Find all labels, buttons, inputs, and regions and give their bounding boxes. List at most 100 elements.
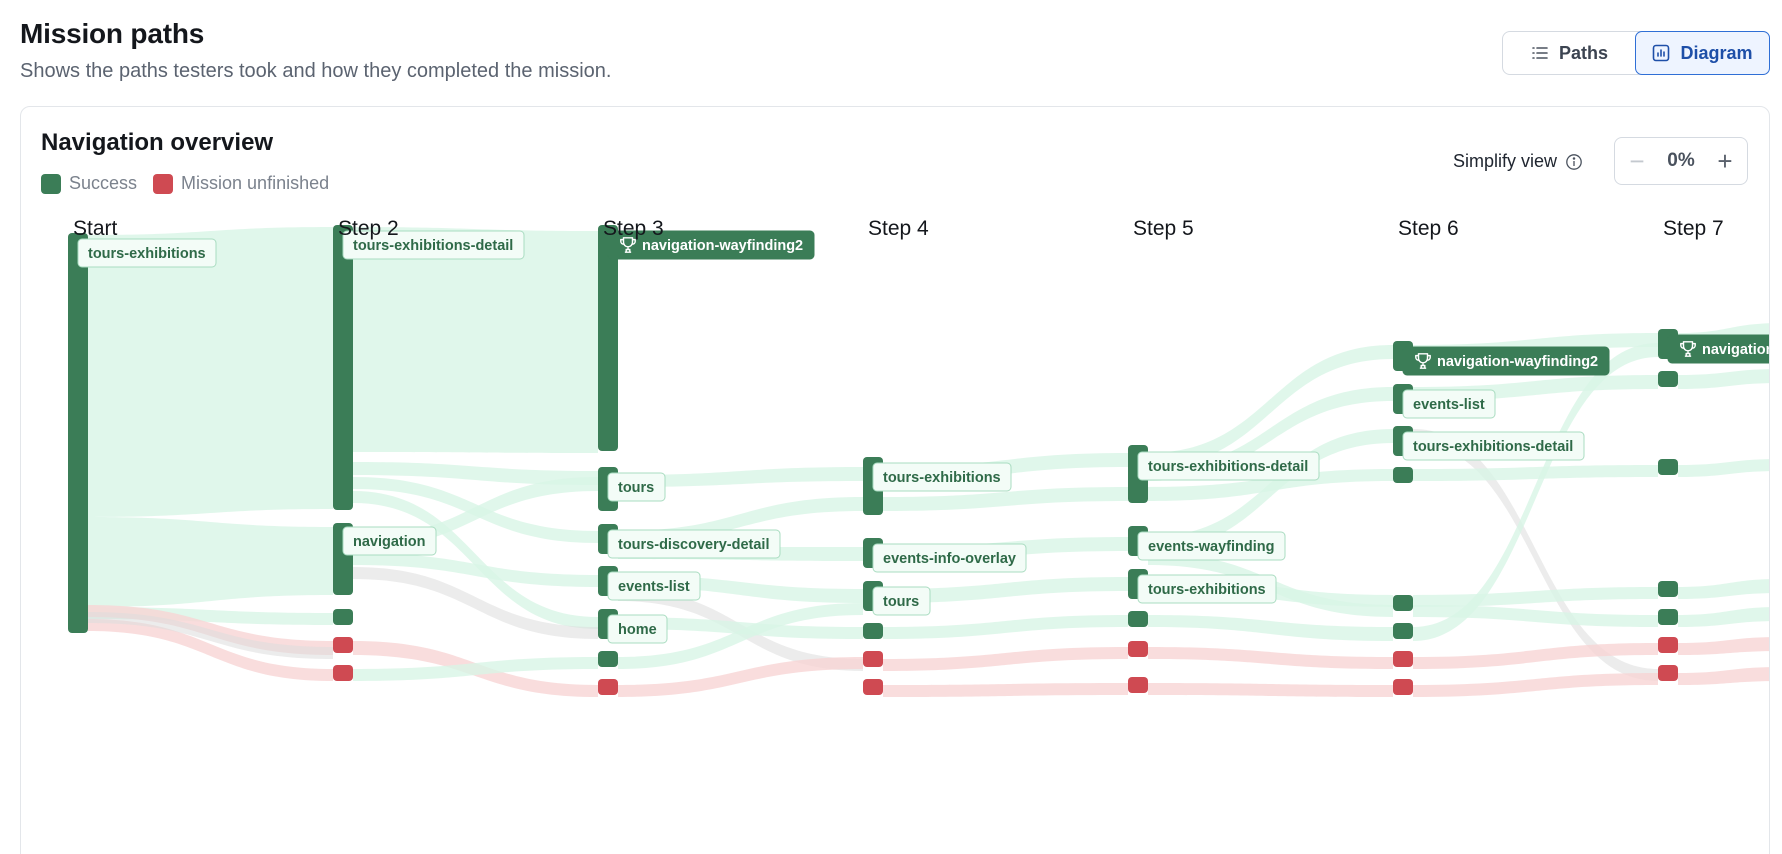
flow-layer [88,227,1769,697]
flow-band [1148,429,1393,551]
goal-node-label[interactable]: navigation-wayfinding2 [1402,346,1610,376]
success-node-bar[interactable] [1128,611,1148,627]
node-label-text: navigation-wayfinding2 [642,238,803,254]
unfinished-node-bar[interactable] [863,679,883,695]
node-label[interactable]: events-info-overlay [872,543,1027,573]
flow-band [1678,369,1769,389]
unfinished-node-bar[interactable] [1393,679,1413,695]
flow-band [883,647,1128,671]
node-label[interactable]: events-list [607,571,701,601]
unfinished-node-bar[interactable] [1128,641,1148,657]
success-node-bar[interactable] [863,623,883,639]
unfinished-node-bar[interactable] [333,637,353,653]
flow-band [1148,647,1393,669]
flow-band [618,617,863,639]
node-label[interactable]: home [607,614,668,644]
node-label-text: tours-exhibitions [88,246,206,262]
node-label[interactable]: tours [607,472,666,502]
flow-band [353,657,598,681]
node-label[interactable]: tours [872,586,931,616]
flow-band [1413,343,1658,641]
success-node-bar[interactable] [333,225,353,510]
step-header-6: Step 6 [1398,217,1459,240]
unfinished-node-bar[interactable] [333,665,353,681]
node-label[interactable]: navigation [342,526,437,556]
flow-band [883,683,1128,697]
page-subtitle: Shows the paths testers took and how the… [20,60,612,82]
flow-band [1678,667,1769,685]
legend: Success Mission unfinished [41,173,329,194]
success-node-bar[interactable] [333,609,353,625]
page-header: Mission paths Shows the paths testers to… [20,18,611,83]
legend-success-swatch [41,173,61,194]
simplify-view: Simplify view [1453,151,1583,172]
node-label-text: tours-exhibitions-detail [1413,439,1573,455]
node-label-text: events-list [618,579,690,595]
flow-band [88,517,333,607]
bar-chart-icon [1653,44,1670,62]
flow-band [353,227,598,453]
success-node-bar[interactable] [598,225,618,451]
node-label-text: navigation-wayfinding2 [1437,354,1598,370]
node-label-text: home [618,622,657,638]
flow-band [618,467,863,487]
flow-band [1148,683,1393,697]
increase-button[interactable]: + [1717,145,1733,176]
diagram-view-label: Diagram [1680,42,1753,63]
step-header-7: Step 7 [1663,217,1724,240]
legend-unfinished-swatch [153,173,174,194]
unfinished-node-bar[interactable] [1128,677,1148,693]
flow-band [1148,615,1393,641]
unfinished-node-bar[interactable] [598,679,618,695]
success-node-bar[interactable] [1393,467,1413,483]
success-node-bar[interactable] [1658,609,1678,625]
node-label-text: tours [883,594,919,610]
flow-band [883,615,1128,639]
node-label-text: events-info-overlay [883,551,1016,567]
node-label[interactable]: tours-exhibitions [1137,574,1277,604]
node-label[interactable]: tours-exhibitions-detail [1402,431,1585,461]
success-node-bar[interactable] [1658,459,1678,475]
unfinished-node-bar[interactable] [1393,651,1413,667]
flow-band [88,612,333,659]
unfinished-node-bar[interactable] [1658,665,1678,681]
legend-unfinished-label: Mission unfinished [181,173,330,193]
node-label[interactable]: tours-exhibitions [77,238,217,268]
success-node-bar[interactable] [68,233,88,633]
node-label-text: tours-exhibitions [1148,582,1266,598]
node-label[interactable]: tours-exhibitions-detail [1137,451,1320,481]
decrease-button[interactable]: − [1629,145,1645,176]
flow-band [883,577,1128,603]
flow-band [353,553,598,587]
info-icon[interactable] [1565,153,1583,171]
node-label-text: tours-exhibitions-detail [1148,459,1308,475]
unfinished-node-bar[interactable] [863,651,883,667]
unfinished-node-bar[interactable] [1658,637,1678,653]
success-node-bar[interactable] [1393,595,1413,611]
flow-band [1678,459,1769,477]
flow-band [1413,643,1658,669]
node-label[interactable]: events-list [1402,389,1496,419]
navigation-overview-card: tours-exhibitions tours-exhibitions-detai… [20,106,1770,854]
trophy-icon [620,237,636,253]
step-header-2: Step 2 [338,217,399,240]
diagram-view-button[interactable]: Diagram [1635,31,1770,75]
success-node-bar[interactable] [1393,623,1413,639]
flow-band [88,227,333,517]
node-label[interactable]: events-wayfinding [1137,531,1286,561]
legend-success: Success [41,173,137,194]
paths-view-button[interactable]: Paths [1503,32,1636,74]
node-label[interactable]: tours-exhibitions [872,462,1012,492]
flow-band [1413,673,1658,697]
card-title: Navigation overview [41,129,274,156]
node-label-text: events-list [1413,397,1485,413]
node-label[interactable]: tours-exhibitions-detail [342,230,525,260]
node-label[interactable]: tours-discovery-detail [607,529,781,559]
success-node-bar[interactable] [598,651,618,667]
goal-node-label[interactable]: navigation-wayfinding2 [607,230,815,260]
success-node-bar[interactable] [1658,371,1678,387]
flow-band [1678,637,1769,655]
success-node-bar[interactable] [1658,581,1678,597]
trophy-icon [1680,341,1696,357]
goal-node-label[interactable]: navigation-wayfinding2 [1667,334,1770,364]
